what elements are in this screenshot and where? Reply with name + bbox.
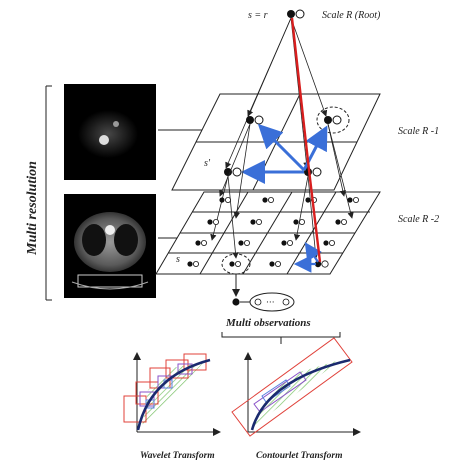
scale-r1-node-label: s′ bbox=[204, 158, 211, 169]
scale-r1-label: Scale R -1 bbox=[398, 126, 439, 137]
svg-text:···: ··· bbox=[266, 298, 275, 308]
multi-resolution-label: Multi resolution bbox=[25, 161, 40, 256]
scale-r2-node-label: s bbox=[176, 254, 180, 265]
pet-scan-image bbox=[64, 84, 156, 180]
root-scale-label: Scale R (Root) bbox=[322, 10, 381, 21]
root-node bbox=[287, 10, 295, 18]
contourlet-transform-panel bbox=[231, 337, 361, 437]
r1-node-top-left bbox=[246, 115, 264, 125]
red-path-edge bbox=[290, 17, 322, 263]
ct-scan-image bbox=[64, 194, 156, 298]
scale-r2-label: Scale R -2 bbox=[398, 214, 439, 225]
observation-node: ··· bbox=[232, 292, 295, 312]
r1-node-top-right bbox=[316, 106, 350, 134]
contourlet-transform-label: Contourlet Transform bbox=[256, 451, 343, 461]
observations-brace bbox=[221, 332, 341, 344]
root-node-label: s = r bbox=[248, 10, 268, 21]
r2-nodes bbox=[187, 196, 359, 268]
wavelet-transform-label: Wavelet Transform bbox=[140, 451, 215, 461]
scale-r2-plane bbox=[155, 191, 381, 275]
r1-node-bottom-left bbox=[224, 167, 242, 177]
r2-blue-edges bbox=[293, 242, 322, 273]
wavelet-transform-panel bbox=[123, 352, 221, 436]
r2-dashed-neighbourhood bbox=[221, 253, 251, 275]
multi-observations-label: Multi observations bbox=[225, 317, 311, 329]
